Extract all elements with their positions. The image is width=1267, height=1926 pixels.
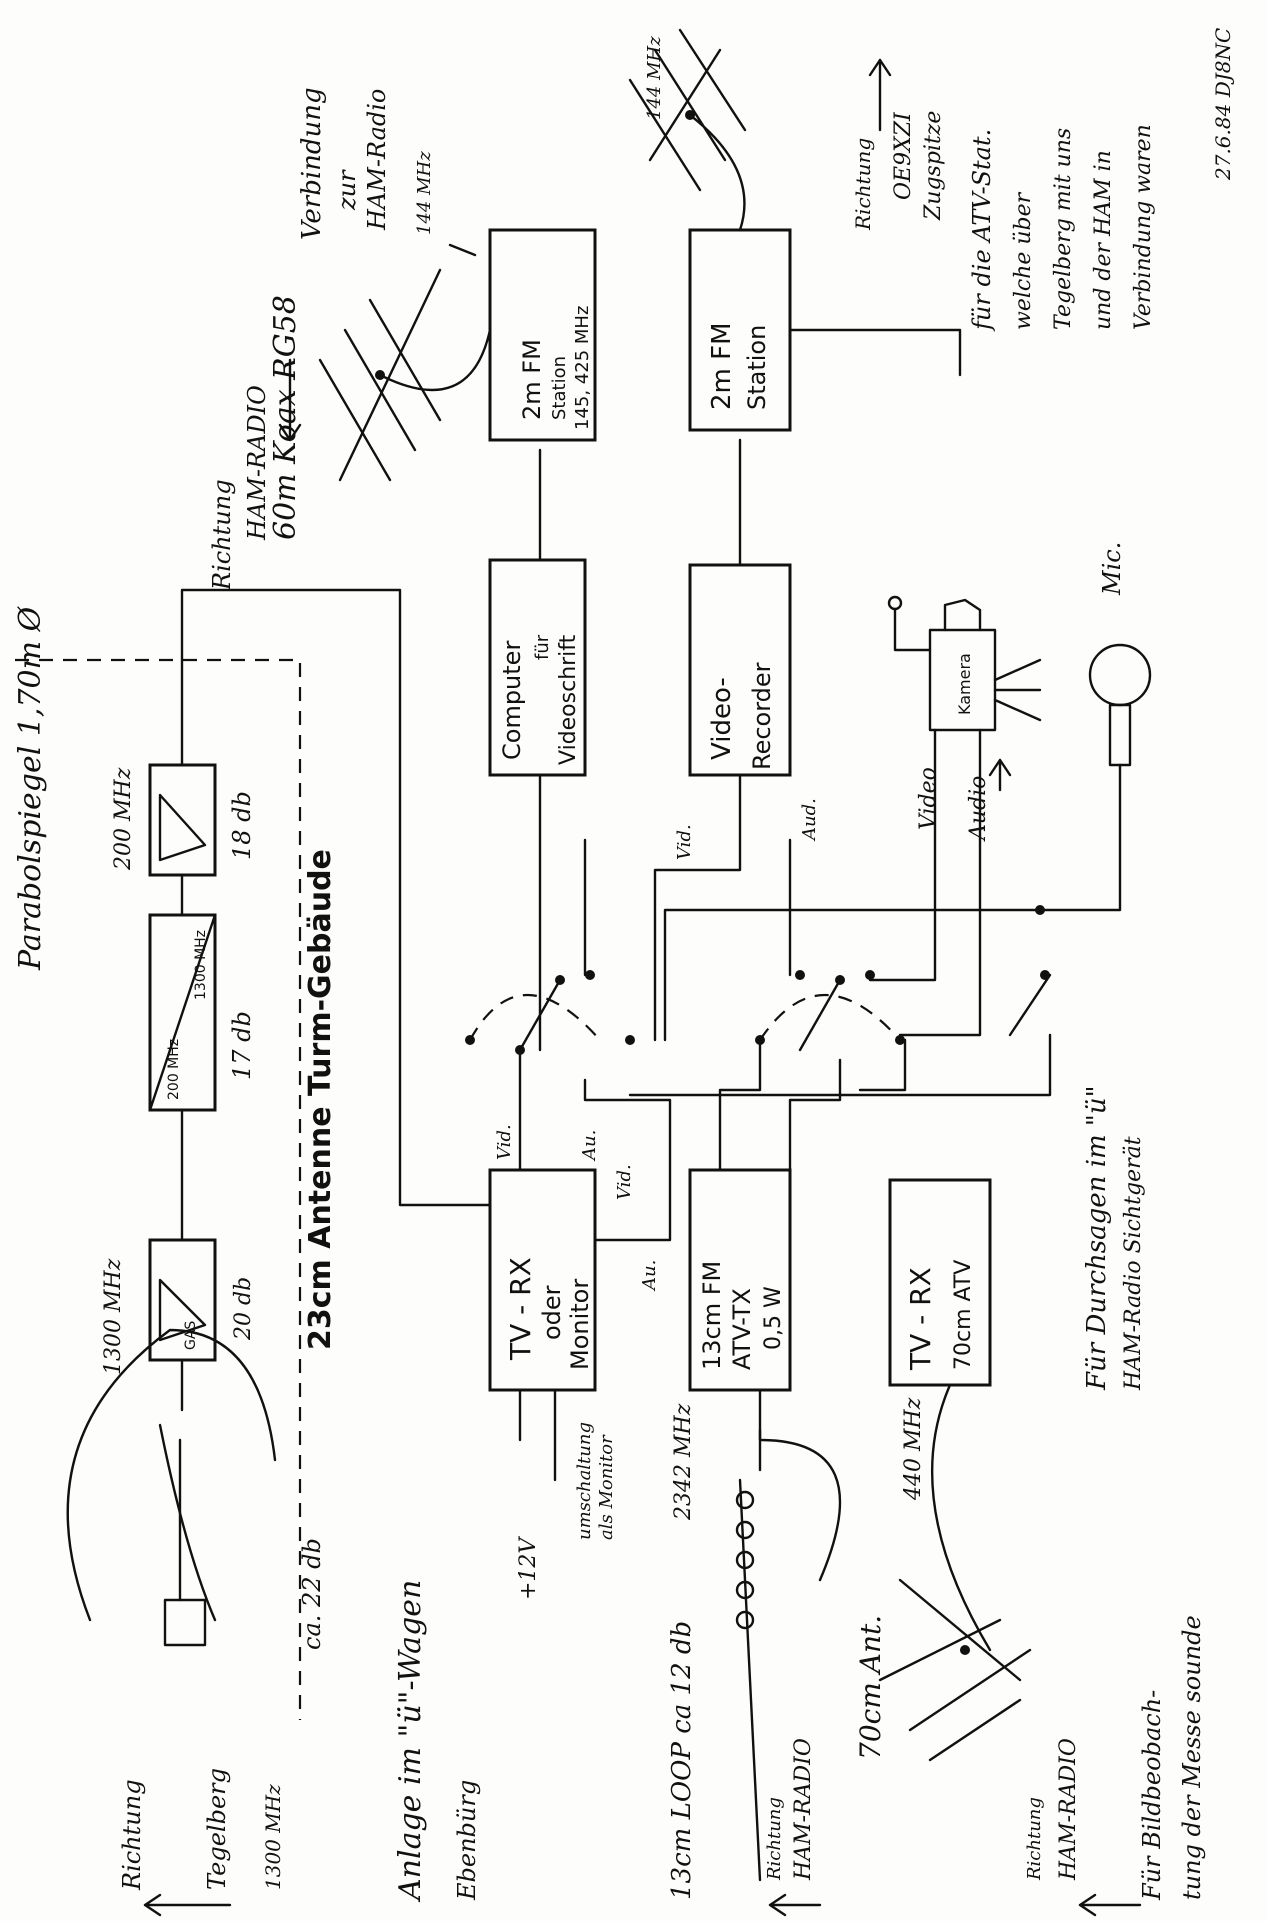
ant70-title: 70cm Ant. bbox=[854, 1615, 887, 1760]
au-label-2: Au. bbox=[639, 1260, 660, 1292]
enclosure-boundary bbox=[15, 660, 300, 1720]
tvrx-label-1: TV - RX bbox=[504, 1257, 537, 1361]
fm-left-label-1: 2m FM bbox=[518, 339, 546, 420]
loop-antenna-title: 13cm LOOP ca 12 db bbox=[667, 1621, 697, 1900]
loop-direction-2: HAM-RADIO bbox=[791, 1738, 816, 1881]
fm-left-label-3: 145, 425 MHz bbox=[572, 306, 593, 430]
video-label: Video bbox=[916, 767, 941, 830]
dish-direction-2: Tegelberg bbox=[203, 1768, 231, 1890]
freq-144-right: 144 MHz bbox=[644, 36, 665, 120]
tvrx-label-3: Monitor bbox=[566, 1279, 594, 1370]
tvrx-label-2: oder bbox=[538, 1285, 566, 1340]
parabolic-dish bbox=[68, 1330, 275, 1645]
switch-note-1: umschaltung bbox=[574, 1422, 595, 1540]
computer-label-2: für bbox=[532, 634, 553, 660]
dish-gain: ca. 22 db bbox=[298, 1538, 326, 1650]
converter-top-freq: 200 MHz bbox=[166, 1039, 182, 1100]
tvrx70-label-2: 70cm ATV bbox=[951, 1260, 976, 1370]
atvtx-label-1: 13cm FM bbox=[698, 1261, 726, 1370]
fm-station-right-block bbox=[690, 230, 790, 430]
freq-440: 440 MHz bbox=[901, 1397, 926, 1501]
wagon-subtitle: Ebenbürg bbox=[453, 1780, 481, 1901]
atvtx-label-2: ATV-TX bbox=[728, 1288, 756, 1370]
amp-block bbox=[150, 765, 215, 875]
switch-group bbox=[465, 905, 1050, 1055]
ham-link-1: Verbindung bbox=[297, 87, 327, 240]
atvtx-label-3: 0,5 W bbox=[761, 1286, 786, 1350]
ham-link-2: zur bbox=[333, 169, 361, 211]
audio-label: Audio bbox=[966, 776, 991, 842]
ham-direction-2: HAM-RADIO bbox=[243, 385, 271, 541]
right-note-1: für die ATV-Stat. bbox=[968, 129, 996, 332]
computer-label-1: Computer bbox=[498, 641, 526, 760]
mic-label: Mic. bbox=[1098, 542, 1126, 596]
right-note-5: Verbindung waren bbox=[1131, 124, 1156, 330]
microphone-icon bbox=[1090, 645, 1150, 765]
converter-bottom-freq: 1300 MHz bbox=[193, 930, 209, 1000]
coax-label: 60m Koax RG58 bbox=[268, 295, 303, 540]
lna-label: GAS bbox=[183, 1321, 199, 1350]
amp-gain: 18 db bbox=[228, 791, 256, 860]
right-note-3: Tegelberg mit uns bbox=[1051, 128, 1076, 330]
right-direction: Richtung bbox=[851, 138, 875, 231]
converter-gain: 17 db bbox=[228, 1011, 256, 1080]
plus-12v-label: +12V bbox=[516, 1536, 541, 1600]
right-note-2: welche über bbox=[1011, 191, 1036, 330]
vid-label-1: Vid. bbox=[494, 1124, 515, 1160]
lna-gain: 20 db bbox=[231, 1277, 256, 1341]
freq-2342: 2342 MHz bbox=[671, 1403, 696, 1521]
loop-antenna-icon bbox=[737, 1430, 760, 1880]
fm-right-label-1: 2m FM bbox=[707, 322, 737, 410]
vid-label-2: Vid. bbox=[614, 1164, 635, 1200]
ant70-direction-2: HAM-RADIO bbox=[1056, 1738, 1081, 1881]
antenna-70cm-icon bbox=[880, 1580, 1030, 1760]
computer-label-3: Videoschrift bbox=[556, 634, 581, 765]
freq-144-left: 144 MHz bbox=[414, 151, 435, 235]
throughput-note-1: Für Durchsagen im "ü" bbox=[1082, 1085, 1112, 1391]
lna-frequency: 1300 MHz bbox=[101, 1258, 126, 1375]
right-note-4: und der HAM in bbox=[1091, 150, 1116, 330]
dish-title: Parabolspiegel 1,70m Ø bbox=[13, 605, 48, 971]
ant70-direction-1: Richtung bbox=[1024, 1797, 1045, 1881]
loop-direction-1: Richtung bbox=[764, 1797, 785, 1881]
pickup-note-1: Für Bildbeobach- bbox=[1138, 1690, 1166, 1901]
switch-note-2: als Monitor bbox=[596, 1434, 617, 1540]
vcr-label-1: Video- bbox=[707, 677, 737, 760]
au-label-1: Au. bbox=[579, 1130, 600, 1162]
tower-housing-title: 23cm Antenne Turm-Gebäude bbox=[303, 849, 338, 1350]
right-callsign: OE9XZI bbox=[891, 111, 916, 200]
antenna-144-left-icon bbox=[320, 270, 490, 480]
camera-label: Kamera bbox=[955, 653, 974, 715]
pickup-note-2: tung der Messe sounde bbox=[1178, 1615, 1206, 1900]
vid-label-3: Vid. bbox=[674, 824, 695, 860]
aud-label-3: Aud. bbox=[799, 798, 820, 842]
amp-frequency: 200 MHz bbox=[111, 767, 136, 871]
dish-frequency: 1300 MHz bbox=[261, 1784, 285, 1890]
date-signature: 27.6.84 DJ8NC bbox=[1211, 28, 1235, 181]
dish-direction-1: Richtung bbox=[118, 1779, 146, 1891]
ham-direction-1: Richtung bbox=[208, 479, 236, 591]
right-zugspitze: Zugspitze bbox=[921, 111, 946, 221]
wagon-title: Anlage im "ü"-Wagen bbox=[393, 1580, 428, 1903]
ham-link-3: HAM-Radio bbox=[363, 89, 391, 231]
throughput-note-2: HAM-Radio Sichtgerät bbox=[1121, 1136, 1146, 1391]
fm-left-label-2: Station bbox=[549, 356, 570, 420]
fm-right-label-2: Station bbox=[743, 325, 771, 410]
vcr-label-2: Recorder bbox=[748, 662, 776, 770]
tvrx70-label-1: TV - RX bbox=[904, 1267, 937, 1371]
